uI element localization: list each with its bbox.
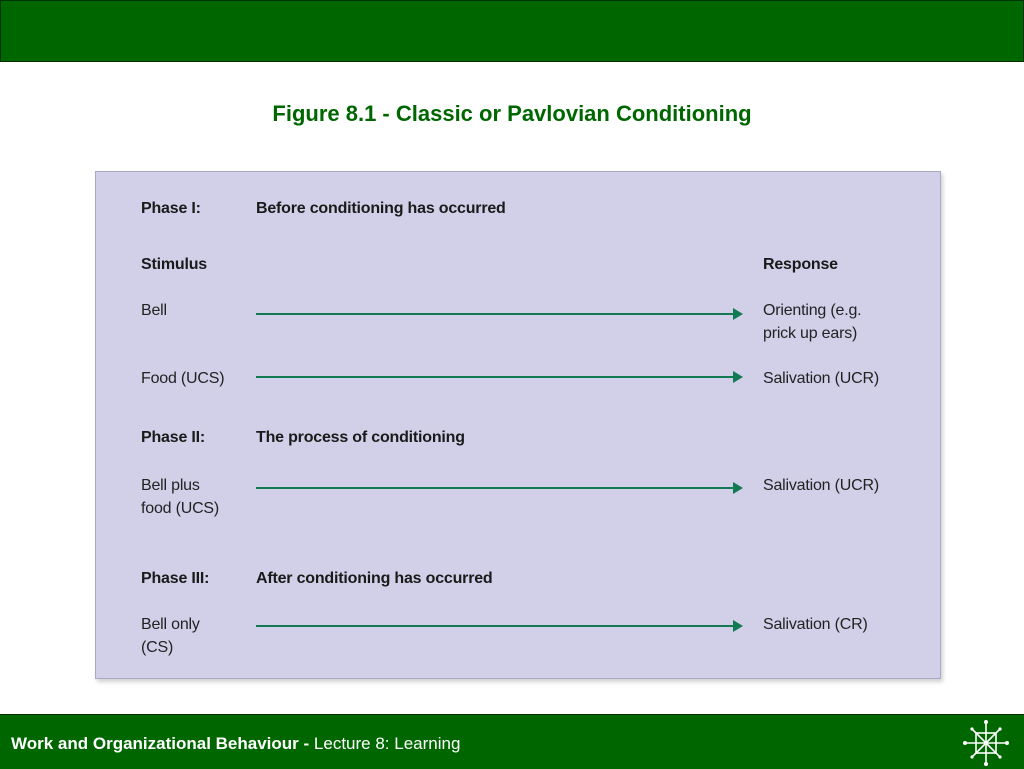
- footer-lecture-title: Lecture 8: Learning: [309, 734, 461, 753]
- phase-3-label: Phase III:: [141, 570, 210, 587]
- response-salivation-ucr-2: Salivation (UCR): [763, 477, 879, 494]
- phase-1-heading: Before conditioning has occurred: [256, 200, 506, 217]
- phase-1-label: Phase I:: [141, 200, 201, 217]
- stimulus-food-ucs: Food (UCS): [141, 370, 225, 387]
- footer-caption: Work and Organizational Behaviour - Lect…: [11, 734, 460, 754]
- conditioning-figure: Phase I: Before conditioning has occurre…: [95, 171, 941, 679]
- arrow-bell-to-orienting: [256, 308, 743, 320]
- slide-title: Figure 8.1 - Classic or Pavlovian Condit…: [272, 101, 752, 126]
- phase-2-label: Phase II:: [141, 429, 206, 446]
- response-orienting-line-2: prick up ears): [763, 325, 858, 342]
- stimulus-bell-plus-food-line-1: Bell plus: [141, 477, 200, 494]
- response-orienting-line-1: Orienting (e.g.: [763, 302, 862, 319]
- response-column-header: Response: [763, 256, 838, 273]
- stimulus-bell-only-line-1: Bell only: [141, 616, 200, 633]
- phase-3-heading: After conditioning has occurred: [256, 570, 493, 587]
- stimulus-bell-plus-food-line-2: food (UCS): [141, 500, 220, 517]
- stimulus-bell-only-line-2: (CS): [141, 639, 174, 656]
- arrow-food-to-salivation: [256, 371, 743, 383]
- stimulus-column-header: Stimulus: [141, 256, 207, 273]
- phase-2-heading: The process of conditioning: [256, 429, 465, 446]
- stimulus-bell: Bell: [141, 302, 167, 319]
- arrow-bell-only-to-salivation-cr: [256, 620, 743, 632]
- footer-bar: Work and Organizational Behaviour - Lect…: [0, 714, 1024, 769]
- response-salivation-cr: Salivation (CR): [763, 616, 868, 633]
- network-star-logo-icon: [963, 720, 1009, 766]
- footer-course-title: Work and Organizational Behaviour -: [11, 734, 310, 753]
- arrow-bell-plus-food-to-salivation: [256, 482, 743, 494]
- header-bar: [0, 0, 1024, 62]
- response-salivation-ucr-1: Salivation (UCR): [763, 370, 879, 387]
